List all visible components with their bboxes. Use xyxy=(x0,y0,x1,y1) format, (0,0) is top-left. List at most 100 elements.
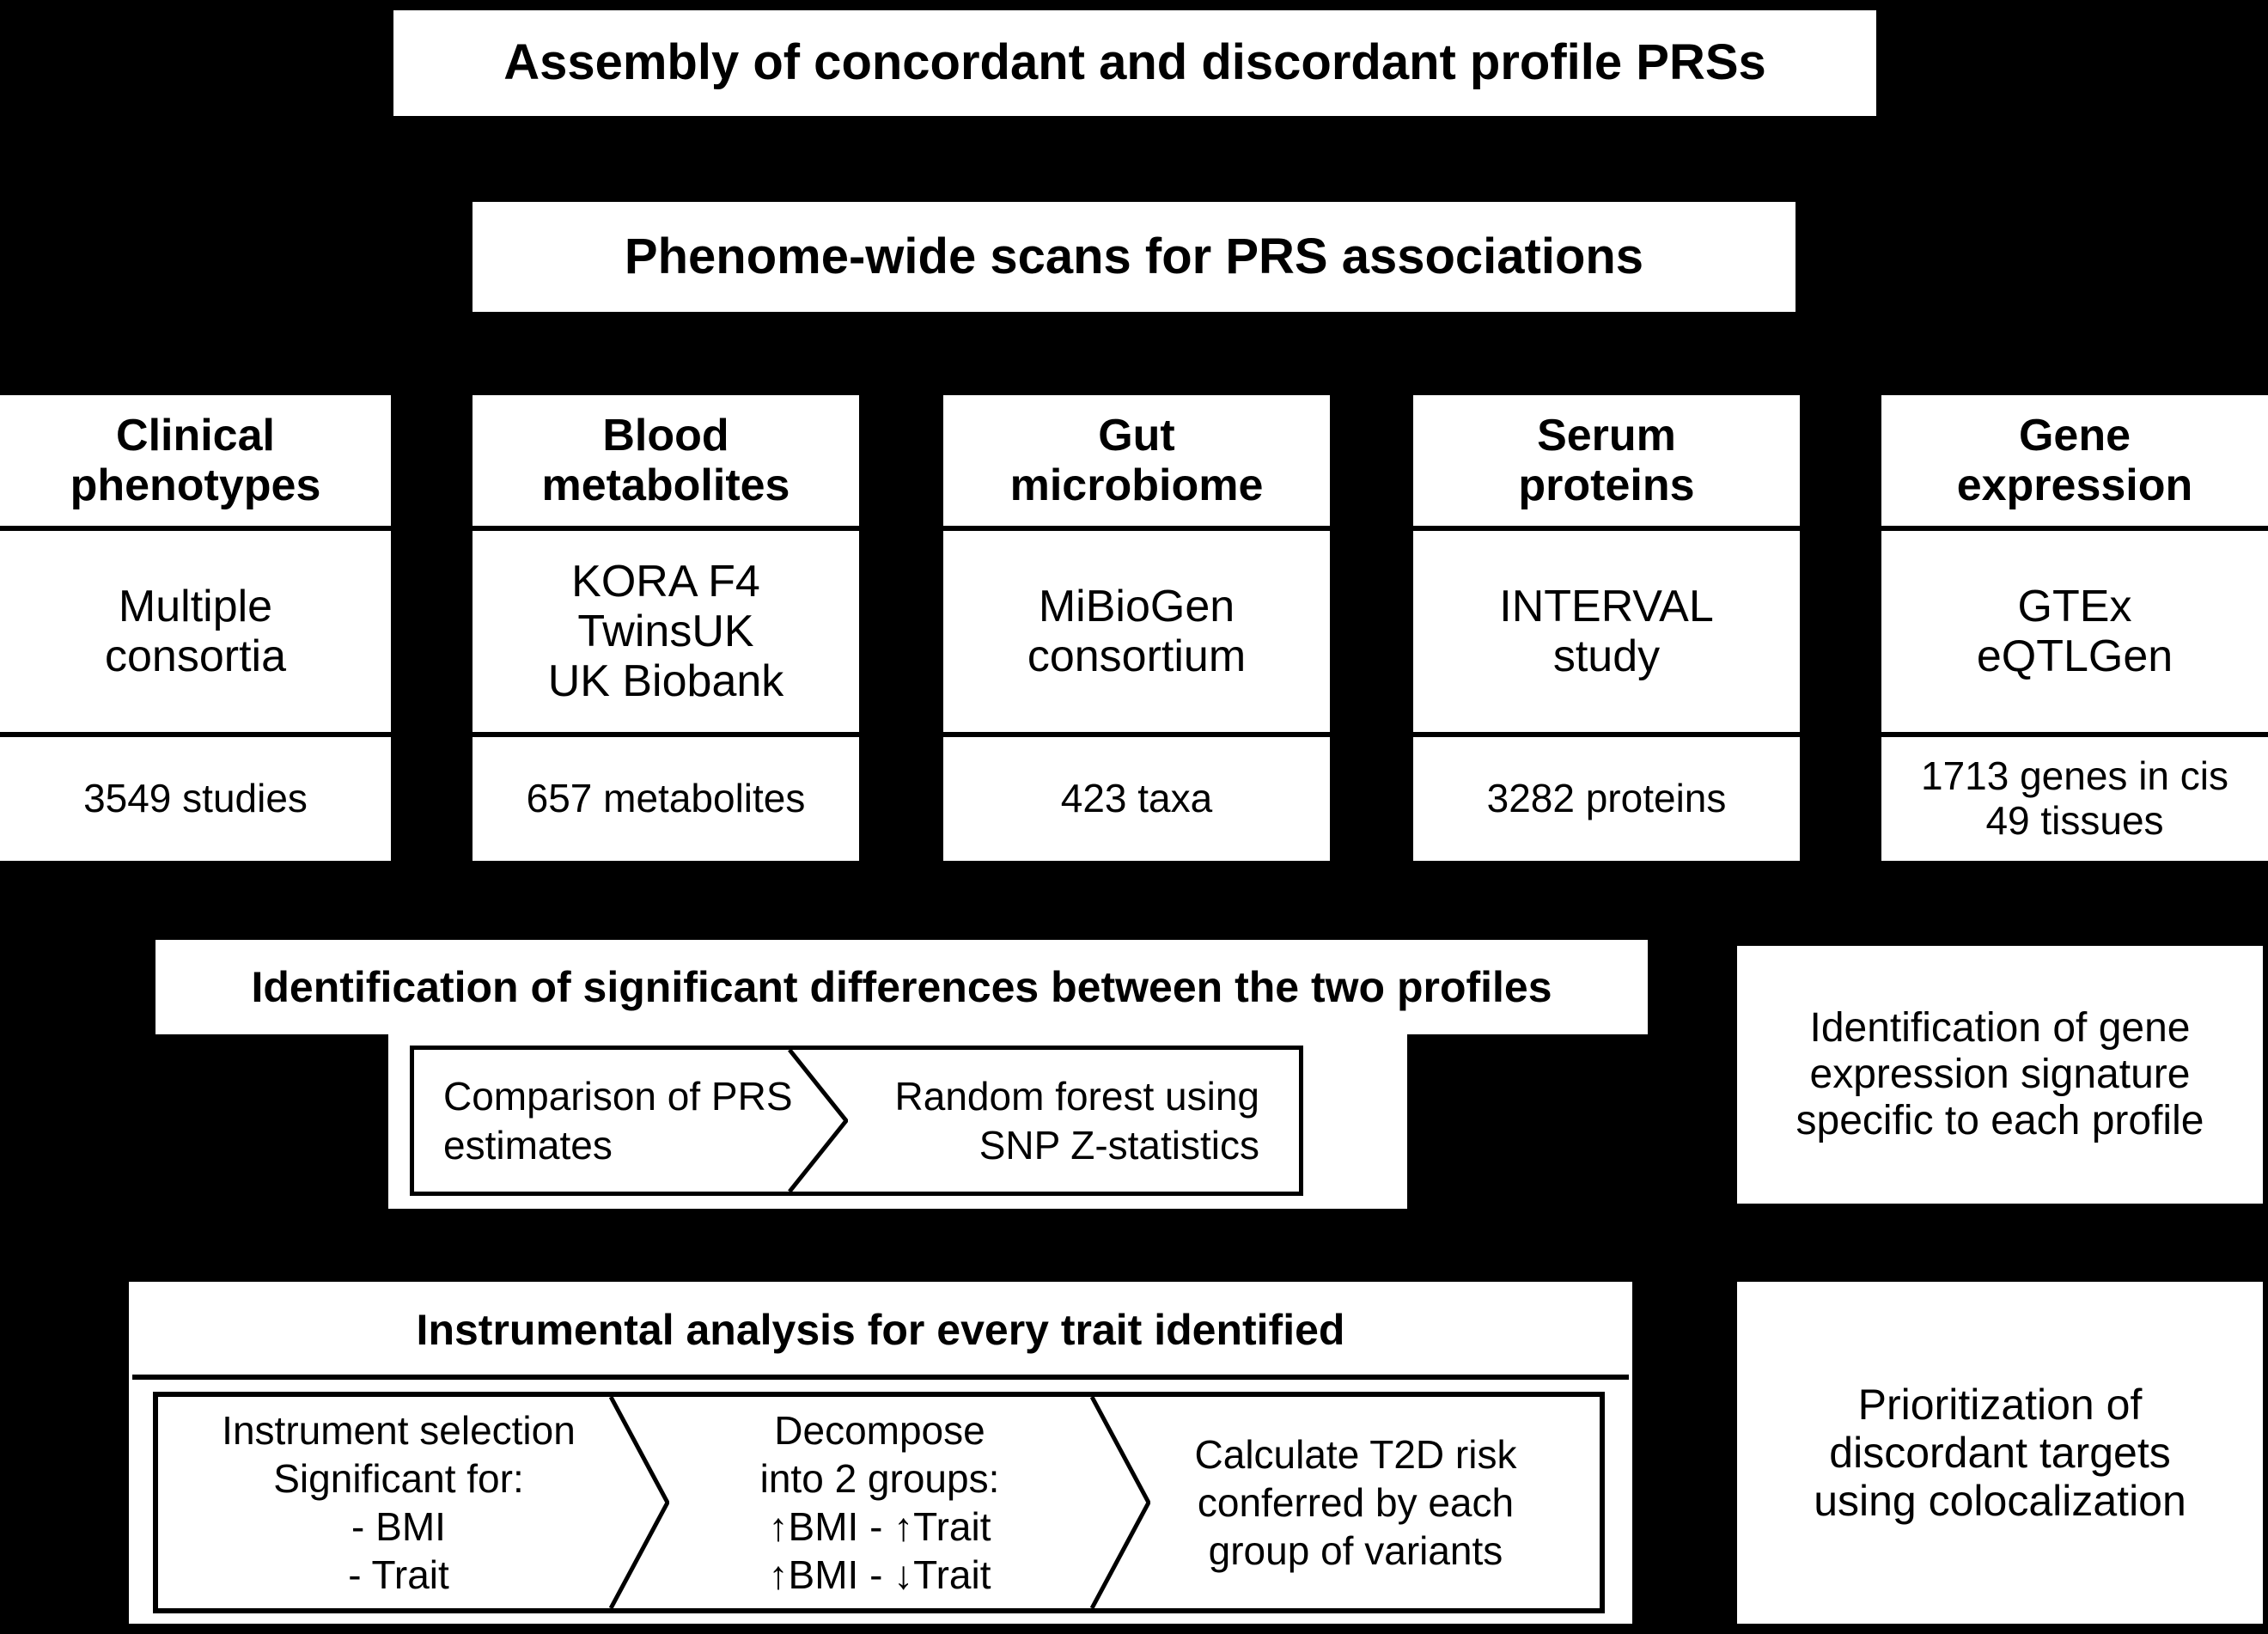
panel-gene-expression-signature-label: Identification of gene expression signat… xyxy=(1796,1005,2204,1143)
column-count-clinical-phenotypes-label: 3549 studies xyxy=(83,776,308,821)
panel-gene-expression-signature: Identification of gene expression signat… xyxy=(1737,946,2263,1204)
source-line-2: consortia xyxy=(105,631,286,681)
column-header-gut-microbiome: Gut microbiome xyxy=(943,395,1330,531)
chev-line-3: group of variants xyxy=(1208,1528,1503,1574)
title-phenome-text: Phenome-wide scans for PRS associations xyxy=(624,228,1644,284)
source-line-2: eQTLGen xyxy=(1976,631,2174,681)
column-header-gene-expression-label: Gene expression xyxy=(1957,411,2193,510)
chev-line-2: conferred by each xyxy=(1197,1479,1515,1525)
column-count-blood-metabolites-label: 657 metabolites xyxy=(526,776,806,821)
column-header-blood-metabolites-label: Blood metabolites xyxy=(542,411,790,510)
header-line-2: phenotypes xyxy=(70,460,321,510)
column-count-blood-metabolites: 657 metabolites xyxy=(472,737,859,861)
header-line-2: metabolites xyxy=(541,460,790,510)
count-line-1: 1713 genes in cis xyxy=(1920,753,2229,799)
header-line-1: Clinical xyxy=(116,410,275,460)
title-phenome-banner: Phenome-wide scans for PRS associations xyxy=(472,202,1796,312)
column-source-gene-expression-label: GTEx eQTLGen xyxy=(1977,582,2173,681)
bottom-chevron-step-1: Instrument selection Significant for: - … xyxy=(158,1397,639,1608)
chev-line-3: - BMI xyxy=(351,1504,446,1549)
chev-line-1: Comparison of PRS xyxy=(443,1074,793,1119)
chev-line-1: Instrument selection xyxy=(222,1407,576,1453)
header-line-2: expression xyxy=(1956,460,2193,510)
mid-chevron-step-1: Comparison of PRS estimates xyxy=(414,1050,818,1192)
panel-line-3: specific to each profile xyxy=(1796,1097,2204,1143)
column-source-clinical-phenotypes: Multiple consortia xyxy=(0,531,391,737)
bottom-chevron-step-2: Decompose into 2 groups: ↑BMI - ↑Trait ↑… xyxy=(639,1397,1120,1608)
column-count-gene-expression-label: 1713 genes in cis 49 tissues xyxy=(1921,754,2228,843)
bottom-chevron-flow: Instrument selection Significant for: - … xyxy=(153,1392,1605,1613)
column-header-clinical-phenotypes: Clinical phenotypes xyxy=(0,395,391,531)
instrumental-analysis-container: Instrumental analysis for every trait id… xyxy=(129,1282,1632,1624)
bottom-chevron-step-2-label: Decompose into 2 groups: ↑BMI - ↑Trait ↑… xyxy=(755,1406,1005,1599)
column-header-blood-metabolites: Blood metabolites xyxy=(472,395,859,531)
column-source-clinical-phenotypes-label: Multiple consortia xyxy=(105,582,286,681)
column-source-serum-proteins-label: INTERVAL study xyxy=(1499,582,1714,681)
title-instrumental-text: Instrumental analysis for every trait id… xyxy=(416,1306,1345,1354)
panel-line-2: expression signature xyxy=(1809,1052,2191,1098)
column-header-clinical-phenotypes-label: Clinical phenotypes xyxy=(70,411,321,510)
source-line-2: study xyxy=(1552,631,1661,681)
source-line-3: UK Biobank xyxy=(547,656,784,707)
column-header-serum-proteins: Serum proteins xyxy=(1413,395,1800,531)
bottom-chevron-step-3: Calculate T2D risk conferred by each gro… xyxy=(1120,1397,1600,1608)
header-line-1: Serum xyxy=(1537,410,1676,460)
panel-prioritization-discordant-targets: Prioritization of discordant targets usi… xyxy=(1737,1282,2263,1624)
title-assembly-text: Assembly of concordant and discordant pr… xyxy=(503,34,1766,91)
header-line-2: proteins xyxy=(1518,460,1695,510)
chev-line-4: ↑BMI - ↓Trait xyxy=(768,1552,991,1598)
column-source-gene-expression: GTEx eQTLGen xyxy=(1881,531,2268,737)
header-line-1: Blood xyxy=(602,410,729,460)
header-line-1: Gut xyxy=(1098,410,1175,460)
column-count-serum-proteins-label: 3282 proteins xyxy=(1486,776,1727,821)
chev-line-2: SNP Z-statistics xyxy=(979,1122,1259,1168)
count-line-2: 49 tissues xyxy=(1985,798,2164,843)
column-count-clinical-phenotypes: 3549 studies xyxy=(0,737,391,861)
mid-chevron-step-1-label: Comparison of PRS estimates xyxy=(438,1072,798,1168)
panel-line-2: discordant targets xyxy=(1829,1429,2171,1477)
panel-line-3: using colocalization xyxy=(1814,1477,2186,1525)
title-assembly-banner: Assembly of concordant and discordant pr… xyxy=(393,10,1876,116)
chev-line-2: into 2 groups: xyxy=(759,1455,1000,1501)
mid-chevron-step-2: Random forest using SNP Z-statistics xyxy=(818,1050,1299,1192)
source-line-1: GTEx xyxy=(2017,581,2132,631)
chev-line-1: Random forest using xyxy=(894,1074,1259,1119)
source-line-2: TwinsUK xyxy=(577,606,754,656)
column-header-gut-microbiome-label: Gut microbiome xyxy=(1010,411,1264,510)
column-count-gene-expression: 1713 genes in cis 49 tissues xyxy=(1881,737,2268,861)
column-header-gene-expression: Gene expression xyxy=(1881,395,2268,531)
source-line-1: MiBioGen xyxy=(1038,581,1235,631)
column-header-serum-proteins-label: Serum proteins xyxy=(1518,411,1694,510)
source-line-1: Multiple xyxy=(118,581,273,631)
bottom-chevron-step-1-label: Instrument selection Significant for: - … xyxy=(216,1406,581,1599)
panel-prioritization-label: Prioritization of discordant targets usi… xyxy=(1814,1381,2186,1525)
panel-line-1: Prioritization of xyxy=(1857,1381,2143,1429)
column-count-gut-microbiome: 423 taxa xyxy=(943,737,1330,861)
chev-line-1: Decompose xyxy=(774,1407,985,1453)
chev-line-3: ↑BMI - ↑Trait xyxy=(768,1504,991,1549)
column-source-gut-microbiome-label: MiBioGen consortium xyxy=(1027,582,1246,681)
title-identification-text: Identification of significant difference… xyxy=(251,963,1552,1011)
bottom-chevron-step-3-label: Calculate T2D risk conferred by each gro… xyxy=(1190,1430,1522,1575)
mid-chevron-flow: Comparison of PRS estimates Random fores… xyxy=(410,1046,1303,1196)
title-identification-banner: Identification of significant difference… xyxy=(155,940,1648,1034)
column-source-gut-microbiome: MiBioGen consortium xyxy=(943,531,1330,737)
column-source-blood-metabolites: KORA F4 TwinsUK UK Biobank xyxy=(472,531,859,737)
mid-chevron-step-2-label: Random forest using SNP Z-statistics xyxy=(890,1072,1265,1168)
source-line-1: KORA F4 xyxy=(571,556,760,607)
header-line-1: Gene xyxy=(2018,410,2131,460)
title-instrumental-banner: Instrumental analysis for every trait id… xyxy=(132,1285,1629,1380)
chev-line-4: - Trait xyxy=(348,1552,449,1598)
chev-line-2: estimates xyxy=(443,1122,613,1168)
column-source-blood-metabolites-label: KORA F4 TwinsUK UK Biobank xyxy=(548,557,784,707)
mid-chevron-container: Comparison of PRS estimates Random fores… xyxy=(388,1033,1407,1209)
chev-line-2: Significant for: xyxy=(273,1455,524,1501)
chev-line-1: Calculate T2D risk xyxy=(1194,1431,1517,1477)
panel-line-1: Identification of gene xyxy=(1809,1005,2191,1052)
source-line-1: INTERVAL xyxy=(1499,581,1714,631)
header-line-2: microbiome xyxy=(1009,460,1264,510)
column-source-serum-proteins: INTERVAL study xyxy=(1413,531,1800,737)
source-line-2: consortium xyxy=(1027,631,1247,681)
column-count-serum-proteins: 3282 proteins xyxy=(1413,737,1800,861)
column-count-gut-microbiome-label: 423 taxa xyxy=(1060,776,1213,821)
